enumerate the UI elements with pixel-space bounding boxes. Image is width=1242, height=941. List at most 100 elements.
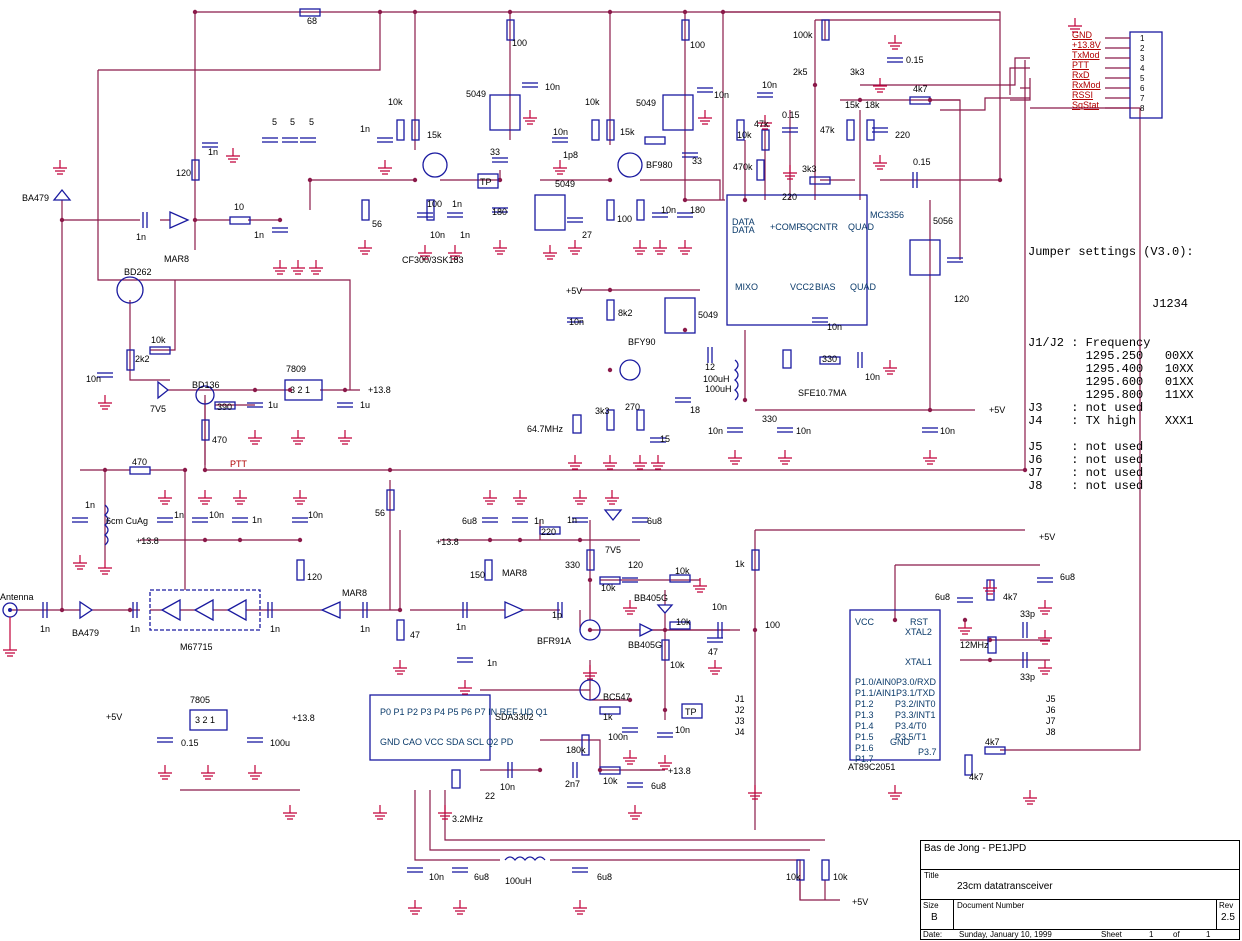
svg-text:1n: 1n (487, 658, 497, 668)
svg-text:P1.4: P1.4 (855, 721, 874, 731)
junction-dot (927, 407, 933, 413)
transistor-bfy90 (619, 359, 641, 381)
resistor (606, 119, 615, 141)
svg-text:MIXO: MIXO (735, 282, 758, 292)
v13-4: +13.8 (292, 713, 315, 723)
svg-text:10n: 10n (796, 426, 811, 436)
svg-text:8k2: 8k2 (618, 308, 633, 318)
x12-label: 12MHz (960, 640, 989, 650)
ground-icon (678, 240, 692, 255)
svg-text:10n: 10n (712, 602, 727, 612)
bf980-label: BF980 (646, 160, 673, 170)
resistor (426, 199, 435, 221)
junction-dot (412, 9, 418, 15)
svg-text:18: 18 (690, 405, 700, 415)
ground-icon (248, 430, 262, 445)
svg-text:10n: 10n (940, 426, 955, 436)
sda3302-label: SDA3302 (495, 712, 534, 722)
svg-text:1p: 1p (552, 610, 562, 620)
ground-icon (658, 755, 672, 770)
svg-text:220: 220 (782, 192, 797, 202)
svg-text:P3.2/INT0: P3.2/INT0 (895, 699, 936, 709)
svg-text:10k: 10k (670, 660, 685, 670)
resistor (606, 199, 615, 221)
connector-pin-number: 4 (1140, 64, 1145, 73)
ground-icon (728, 450, 742, 465)
title-label: Title (924, 871, 939, 880)
filter-5049-4 (664, 297, 696, 334)
svg-text:1n: 1n (136, 232, 146, 242)
resistor (386, 489, 395, 511)
ground-icon (573, 490, 587, 505)
jumper-line: J5 : not used (1028, 440, 1144, 454)
date-value: Sunday, January 10, 1999 (959, 930, 1052, 939)
svg-text:4k7: 4k7 (913, 84, 928, 94)
svg-text:1n: 1n (130, 624, 140, 634)
junction-dot (682, 327, 688, 333)
svg-text:1n: 1n (460, 230, 470, 240)
rev-label: Rev (1219, 901, 1234, 910)
ground-icon (1038, 630, 1052, 645)
varicap-1 (656, 604, 674, 614)
junction-dot (927, 97, 933, 103)
ground-icon (603, 455, 617, 470)
svg-text:P0 P1 P2 P3 P4 P5 P6 P7 IN: P0 P1 P2 P3 P4 P5 P6 P7 IN REF UD Q1 (380, 707, 548, 717)
resistor (809, 176, 831, 185)
svg-text:10k: 10k (601, 583, 616, 593)
junction-dot (742, 397, 748, 403)
ground-icon (98, 395, 112, 410)
transistor-bf980 (617, 152, 643, 178)
m67715-label: M67715 (180, 642, 213, 652)
title-value: 23cm datatransceiver (957, 881, 1053, 892)
junction-dot (102, 467, 108, 473)
junction-dot (987, 637, 993, 643)
resistor (126, 349, 135, 371)
inductor-100uh-2 (504, 856, 546, 862)
resistor (229, 216, 251, 225)
date-label: Date: (923, 930, 943, 939)
svg-text:P1.6: P1.6 (855, 743, 874, 753)
svg-text:GND CAO VCC SDA SCL Q2 PD: GND CAO VCC SDA SCL Q2 PD (380, 737, 514, 747)
junction-dot (607, 367, 613, 373)
resistor (539, 526, 561, 535)
svg-text:6u8: 6u8 (597, 872, 612, 882)
jumper-heading: Jumper settings (V3.0): (1028, 245, 1194, 259)
rev-value: 2.5 (1221, 912, 1235, 923)
svg-text:P1.3: P1.3 (855, 710, 874, 720)
v5-4: +5V (106, 712, 122, 722)
svg-text:15k: 15k (427, 130, 442, 140)
svg-text:33p: 33p (1020, 672, 1035, 682)
junction-dot (587, 577, 593, 583)
ground-icon (698, 110, 712, 125)
ground-icon (198, 490, 212, 505)
bfr91a-label: BFR91A (537, 636, 571, 646)
reg-7805: 7805 3 2 1 (189, 695, 228, 731)
amp-mar8-2 (320, 600, 341, 620)
svg-text:10n: 10n (500, 782, 515, 792)
junction-dot (607, 9, 613, 15)
junction-dot (397, 607, 403, 613)
svg-text:SQCNTR: SQCNTR (800, 222, 839, 232)
bb405g-2-label: BB405G (628, 640, 662, 650)
svg-text:DATA: DATA (732, 225, 755, 235)
svg-text:BIAS: BIAS (815, 282, 836, 292)
svg-text:10n: 10n (569, 317, 584, 327)
ground-icon (283, 805, 297, 820)
diode-ba479-1 (52, 188, 72, 201)
svg-text:100: 100 (690, 40, 705, 50)
svg-text:VCC2: VCC2 (790, 282, 814, 292)
ground-icon (226, 148, 240, 163)
sfe-label: SFE10.7MA (798, 388, 847, 398)
ground-icon (293, 490, 307, 505)
svg-text:470: 470 (212, 435, 227, 445)
ground-icon (523, 110, 537, 125)
svg-text:6u8: 6u8 (647, 516, 662, 526)
junction-dot (682, 197, 688, 203)
svg-text:27: 27 (582, 230, 592, 240)
svg-text:220: 220 (895, 130, 910, 140)
svg-text:220: 220 (541, 527, 556, 537)
junction-dot (587, 627, 593, 633)
